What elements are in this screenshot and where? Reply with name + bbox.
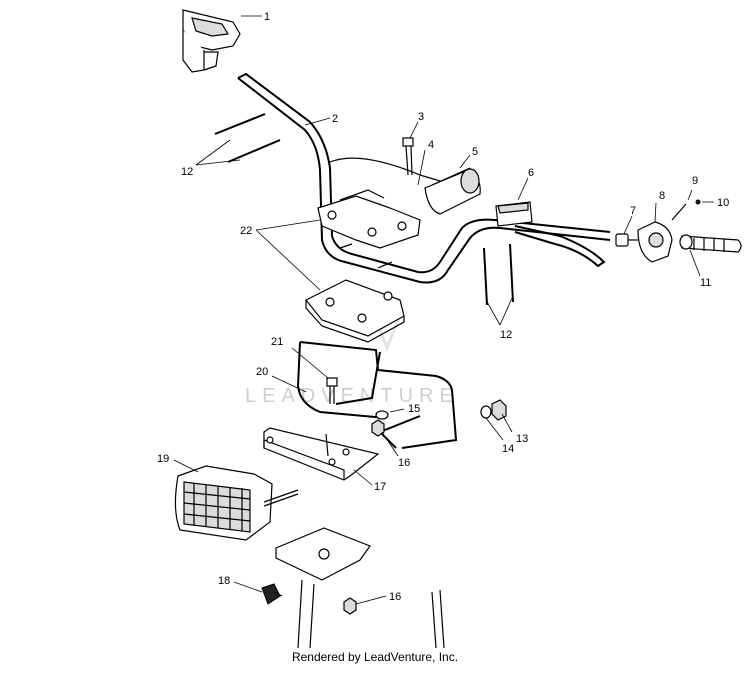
part-14-washer xyxy=(480,405,492,419)
part-6-brake-lever xyxy=(495,201,606,268)
callout-22: 22 xyxy=(240,225,252,237)
part-16-nut-upper xyxy=(371,419,385,437)
callout-4: 4 xyxy=(428,139,434,151)
callout-20: 20 xyxy=(256,366,268,378)
callout-2: 2 xyxy=(332,113,338,125)
part-22-lower-clamp xyxy=(305,279,405,343)
part-12-pins-left xyxy=(214,113,281,163)
callout-16-lower: 16 xyxy=(389,591,401,603)
part-22-upper-clamp xyxy=(317,189,421,249)
part-17-mounting-bracket xyxy=(263,427,380,481)
callout-9: 9 xyxy=(692,175,698,187)
footer-credit: Rendered by LeadVenture, Inc. xyxy=(291,650,459,664)
part-7-collar xyxy=(615,233,629,247)
callout-13: 13 xyxy=(516,433,528,445)
callout-12-right: 12 xyxy=(500,329,512,341)
callout-10: 10 xyxy=(717,197,729,209)
part-8-throttle-housing xyxy=(628,221,673,263)
part-2-handlebar xyxy=(237,72,611,284)
callout-19: 19 xyxy=(157,453,169,465)
callout-1: 1 xyxy=(264,11,270,23)
part-5-bar-pad xyxy=(424,167,481,215)
callout-21: 21 xyxy=(271,336,283,348)
part-18-clip xyxy=(261,583,283,605)
callout-15: 15 xyxy=(408,403,420,415)
part-12-pins-right xyxy=(483,243,514,306)
callout-12-left: 12 xyxy=(181,166,193,178)
part-9-screw xyxy=(671,203,687,221)
part-16-nut-lower xyxy=(343,597,357,615)
lower-mounting-plate xyxy=(275,527,445,649)
callout-16-upper: 16 xyxy=(398,457,410,469)
callout-18: 18 xyxy=(218,575,230,587)
callout-14: 14 xyxy=(502,443,514,455)
part-1-headlight-pod xyxy=(182,9,241,73)
callout-11: 11 xyxy=(700,277,711,289)
callout-7: 7 xyxy=(630,205,636,217)
part-19-headlight xyxy=(174,465,299,541)
callout-17: 17 xyxy=(374,481,386,493)
part-3-bolt xyxy=(402,137,414,176)
callout-5: 5 xyxy=(472,146,478,158)
part-15-washer xyxy=(375,410,389,420)
callout-8: 8 xyxy=(659,190,665,202)
callout-6: 6 xyxy=(528,167,534,179)
watermark-text: LEADVENTURE xyxy=(245,385,459,407)
part-10-pin xyxy=(695,199,701,205)
callout-3: 3 xyxy=(418,111,424,123)
part-21-bolt xyxy=(326,377,338,404)
part-11-grip xyxy=(679,234,742,253)
